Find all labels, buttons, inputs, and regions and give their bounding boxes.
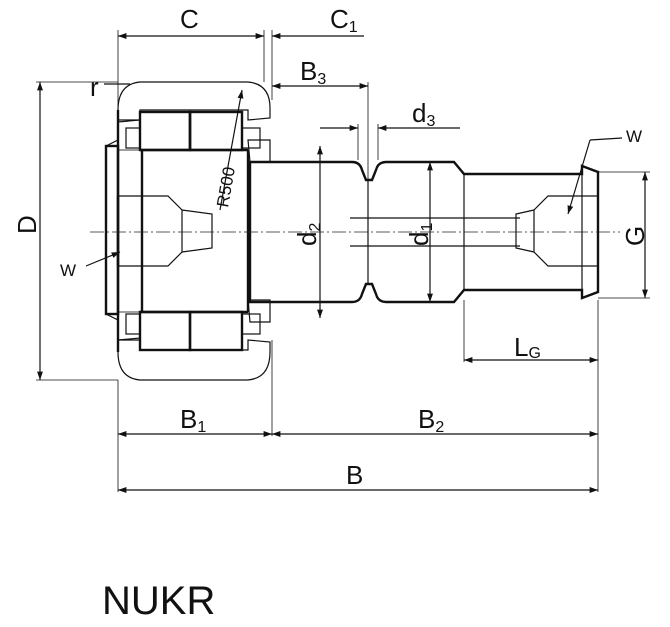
r500-leader [219,89,244,211]
label-r500: R500 [213,165,239,208]
label-d1: d1 [404,223,436,246]
label-w-right: W [626,127,642,146]
label-b2: B2 [418,404,444,436]
label-b1: B1 [180,404,206,436]
drawing-title: NUKR [102,579,215,623]
label-c: C [180,4,199,34]
label-d2: d2 [292,223,324,246]
extension-lines [36,30,650,492]
label-lg: LG [514,332,541,362]
roller-top [125,110,261,152]
label-b3: B3 [300,56,326,88]
left-washer [104,139,120,321]
label-d3: d3 [412,98,435,130]
stud-head [116,148,250,314]
label-c1: C1 [330,4,358,36]
seal-ring [247,139,271,323]
label-b: B [346,460,363,490]
label-r: r [90,72,99,102]
label-d-outer: D [12,215,42,234]
dimension-lines [37,33,648,493]
roller-bottom [125,310,261,352]
label-w-left: W [60,261,76,280]
label-g: G [620,226,650,246]
